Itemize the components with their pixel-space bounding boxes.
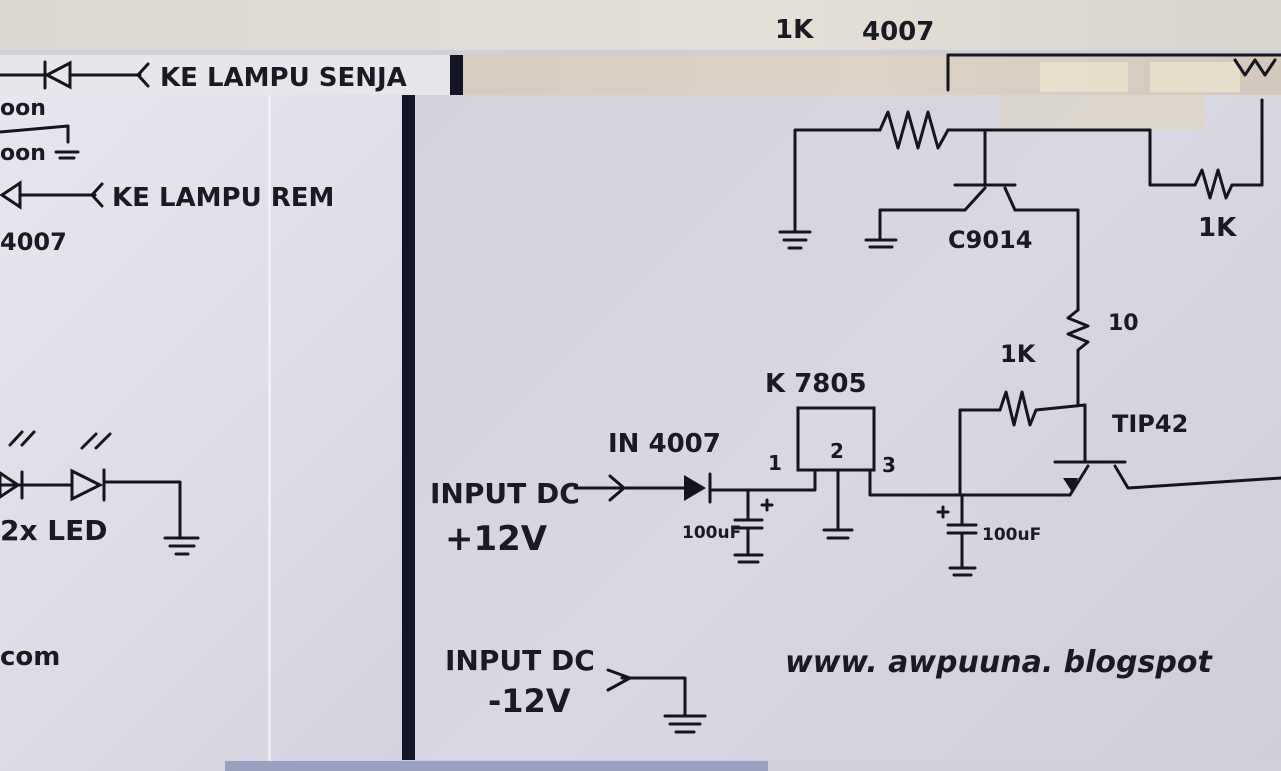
tape-piece-1 (1040, 62, 1128, 92)
diode-in4007-symbol (573, 472, 712, 504)
label-website: www. awpuuna. blogspot (785, 645, 1213, 680)
wire-1k-mid-left (958, 408, 1002, 497)
label-1k-mid: 1K (1000, 340, 1037, 368)
label-pin2: 2 (830, 439, 844, 463)
label-input-dc-pos-1: INPUT DC (430, 477, 580, 510)
wire-oon (0, 124, 70, 144)
tape-piece-3 (1000, 95, 1205, 130)
ground-c9014-icon (864, 238, 898, 249)
label-right-1k: 1K (1198, 213, 1237, 243)
tape-piece-2 (1150, 62, 1240, 92)
paper-strip-right (463, 55, 1281, 95)
label-left-4007: 4007 (0, 228, 67, 256)
label-c9014: C9014 (948, 226, 1032, 254)
wire-top-right (946, 53, 1281, 92)
capacitor-left-symbol (733, 488, 774, 564)
paper-strip-top (0, 0, 1281, 50)
label-pin1: 1 (768, 451, 782, 475)
input-neg-ground-symbol (606, 668, 707, 734)
ground-bias-icon (778, 230, 812, 250)
ground-led-icon (163, 536, 200, 556)
resistor-10 (1066, 308, 1090, 407)
wire-reg-out (868, 468, 1072, 497)
label-input-dc-pos-2: +12V (445, 519, 548, 559)
resistor-top-right (1233, 58, 1277, 77)
resistor-bias (878, 110, 950, 150)
transistor-c9014-symbol (878, 128, 1080, 312)
regulator-box (796, 406, 876, 472)
diode-senja-symbol (0, 60, 150, 90)
label-10: 10 (1108, 311, 1139, 336)
capacitor-right-symbol (936, 493, 978, 577)
ground-regulator-icon (822, 528, 854, 540)
label-in4007: IN 4007 (608, 429, 721, 459)
label-top-1k: 1K (775, 15, 814, 45)
label-regulator: K 7805 (765, 369, 867, 399)
wire-reg-in (708, 468, 817, 492)
label-pin3: 3 (882, 453, 896, 477)
label-oon-1: oon (0, 96, 46, 121)
label-top-4007: 4007 (862, 17, 934, 47)
resistor-right-1k (1193, 168, 1234, 200)
label-ke-lampu-senja: KE LAMPU SENJA (160, 63, 407, 93)
label-input-dc-neg-1: INPUT DC (445, 644, 595, 677)
paper-fold-line (268, 95, 271, 771)
wire-right-1k (1148, 128, 1197, 187)
background-band-bottom (225, 761, 768, 771)
led-pair-symbol (0, 430, 182, 540)
wire-left-ground-feed (793, 128, 882, 234)
label-ke-lampu-rem: KE LAMPU REM (112, 183, 334, 213)
ground-oon-icon (54, 150, 80, 160)
label-cap-left: 100uF (682, 523, 741, 543)
right-paper-sheet (415, 95, 1281, 760)
label-input-dc-neg-2: -12V (488, 682, 571, 720)
label-led-count: 2x LED (0, 514, 108, 547)
resistor-1k-mid (998, 390, 1087, 427)
background-gap (402, 95, 415, 760)
background-gap-top (450, 55, 463, 95)
label-left-com: com (0, 642, 60, 672)
diode-rem-symbol (0, 180, 104, 210)
label-oon-2: oon (0, 141, 46, 166)
label-tip42: TIP42 (1112, 410, 1188, 438)
transistor-tip42-symbol (1053, 403, 1281, 497)
left-paper-sheet (0, 95, 402, 771)
label-cap-right: 100uF (982, 525, 1041, 545)
